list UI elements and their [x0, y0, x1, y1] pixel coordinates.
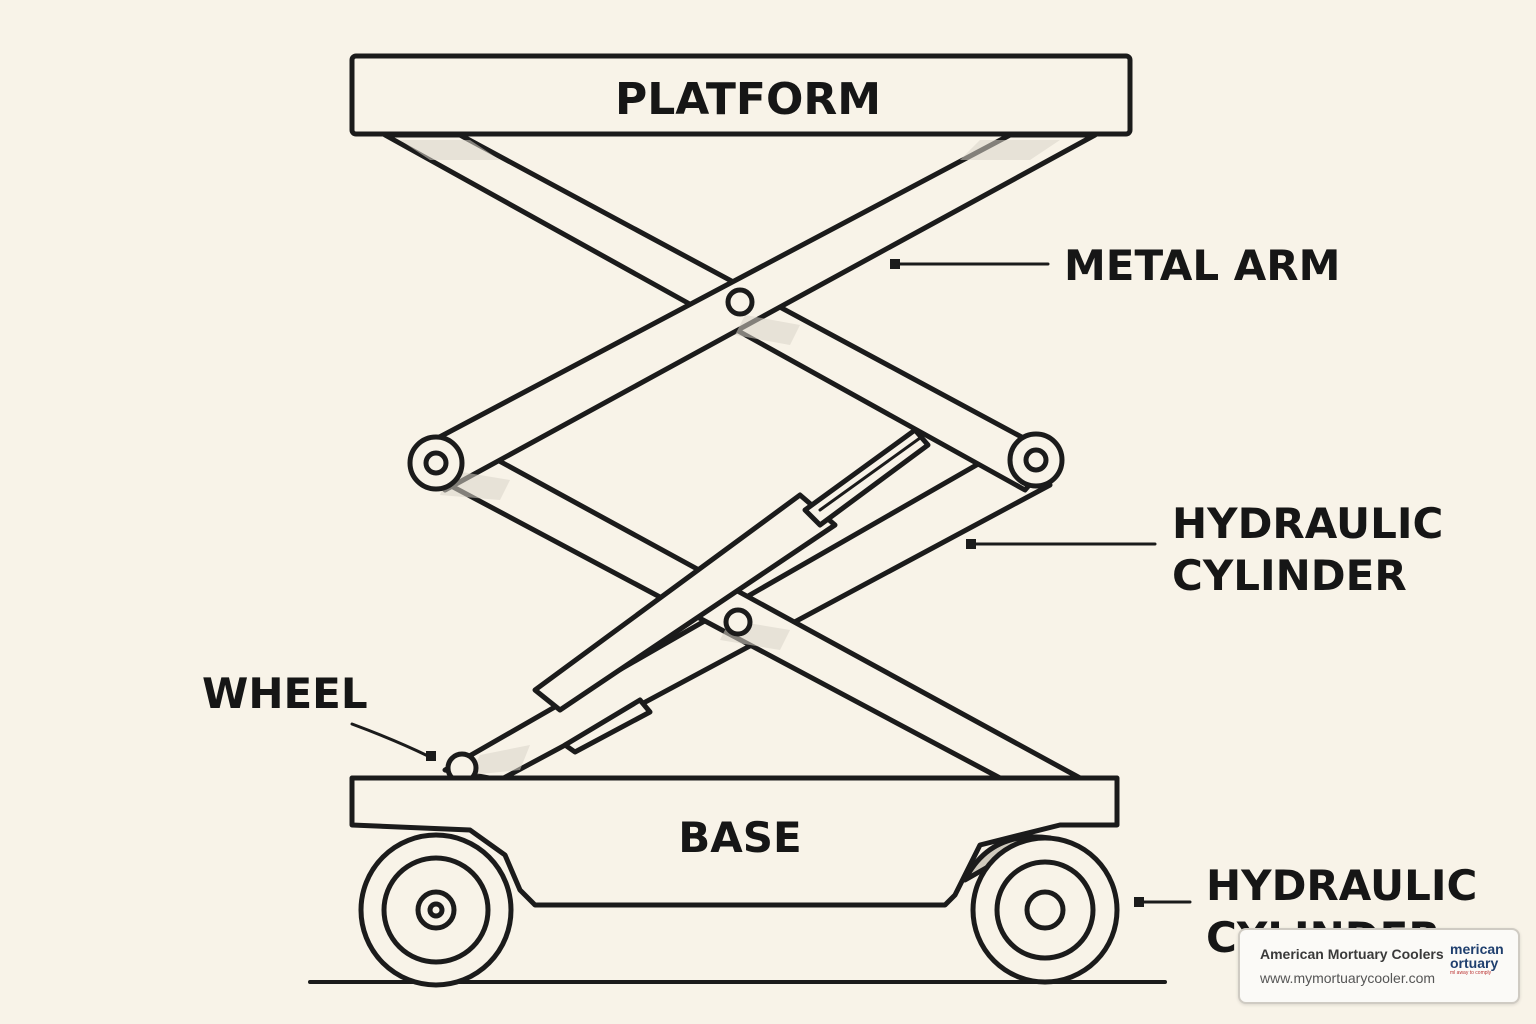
base-label: BASE [678, 813, 801, 862]
shade-3 [735, 315, 800, 345]
cylinder-base-foot [562, 697, 653, 755]
shade-6 [470, 745, 530, 775]
wheel-right-hub [1024, 889, 1066, 931]
base [349, 775, 1120, 908]
wheel-right [962, 834, 1120, 985]
pivot-right-pin [1023, 447, 1049, 473]
pivot-center-upper [725, 287, 755, 317]
watermark-badge: American Mortuary Coolers www.mymortuary… [1238, 928, 1520, 1004]
wheel-left-axle [427, 901, 445, 919]
pivot-left-pin [423, 450, 449, 476]
logo-tagline: ml away to comply [1450, 970, 1492, 976]
platform-label: PLATFORM [615, 74, 881, 125]
wheel-left [358, 832, 514, 988]
logo-line2: ortuary [1450, 955, 1499, 971]
callout-wheel-marker [426, 751, 436, 761]
hydraulic-cylinder-2-label-line1: HYDRAULIC [1206, 861, 1477, 910]
watermark-url: www.mymortuarycooler.com [1260, 970, 1436, 986]
watermark-company: American Mortuary Coolers [1260, 946, 1444, 962]
callout-wheel: WHEEL [202, 669, 436, 761]
company-logo: merican ortuary ml away to comply [1450, 942, 1506, 988]
callout-hc2-marker [1134, 897, 1144, 907]
callout-hydraulic-cylinder-1: HYDRAULIC CYLINDER [966, 499, 1443, 600]
callout-metal-arm: METAL ARM [890, 241, 1340, 290]
logo-line1: merican [1450, 942, 1504, 957]
callout-metal-arm-marker [890, 259, 900, 269]
shade-2 [960, 140, 1060, 160]
pivot-pins [407, 287, 1065, 637]
callout-hc1-marker [966, 539, 976, 549]
cylinder-rod-line [818, 436, 922, 512]
platform [349, 53, 1133, 137]
cylinder-barrel [532, 492, 838, 713]
hydraulic-cylinder-1-label-line1: HYDRAULIC [1172, 499, 1443, 548]
callout-wheel-leader [350, 722, 430, 758]
hydraulic-cylinder-1-label-line2: CYLINDER [1172, 551, 1407, 600]
wheel-label: WHEEL [202, 669, 368, 718]
shade-1 [400, 140, 500, 160]
hydraulic-cylinder [532, 427, 931, 755]
metal-arm-label: METAL ARM [1064, 241, 1340, 290]
pivot-center-lower [723, 607, 753, 637]
